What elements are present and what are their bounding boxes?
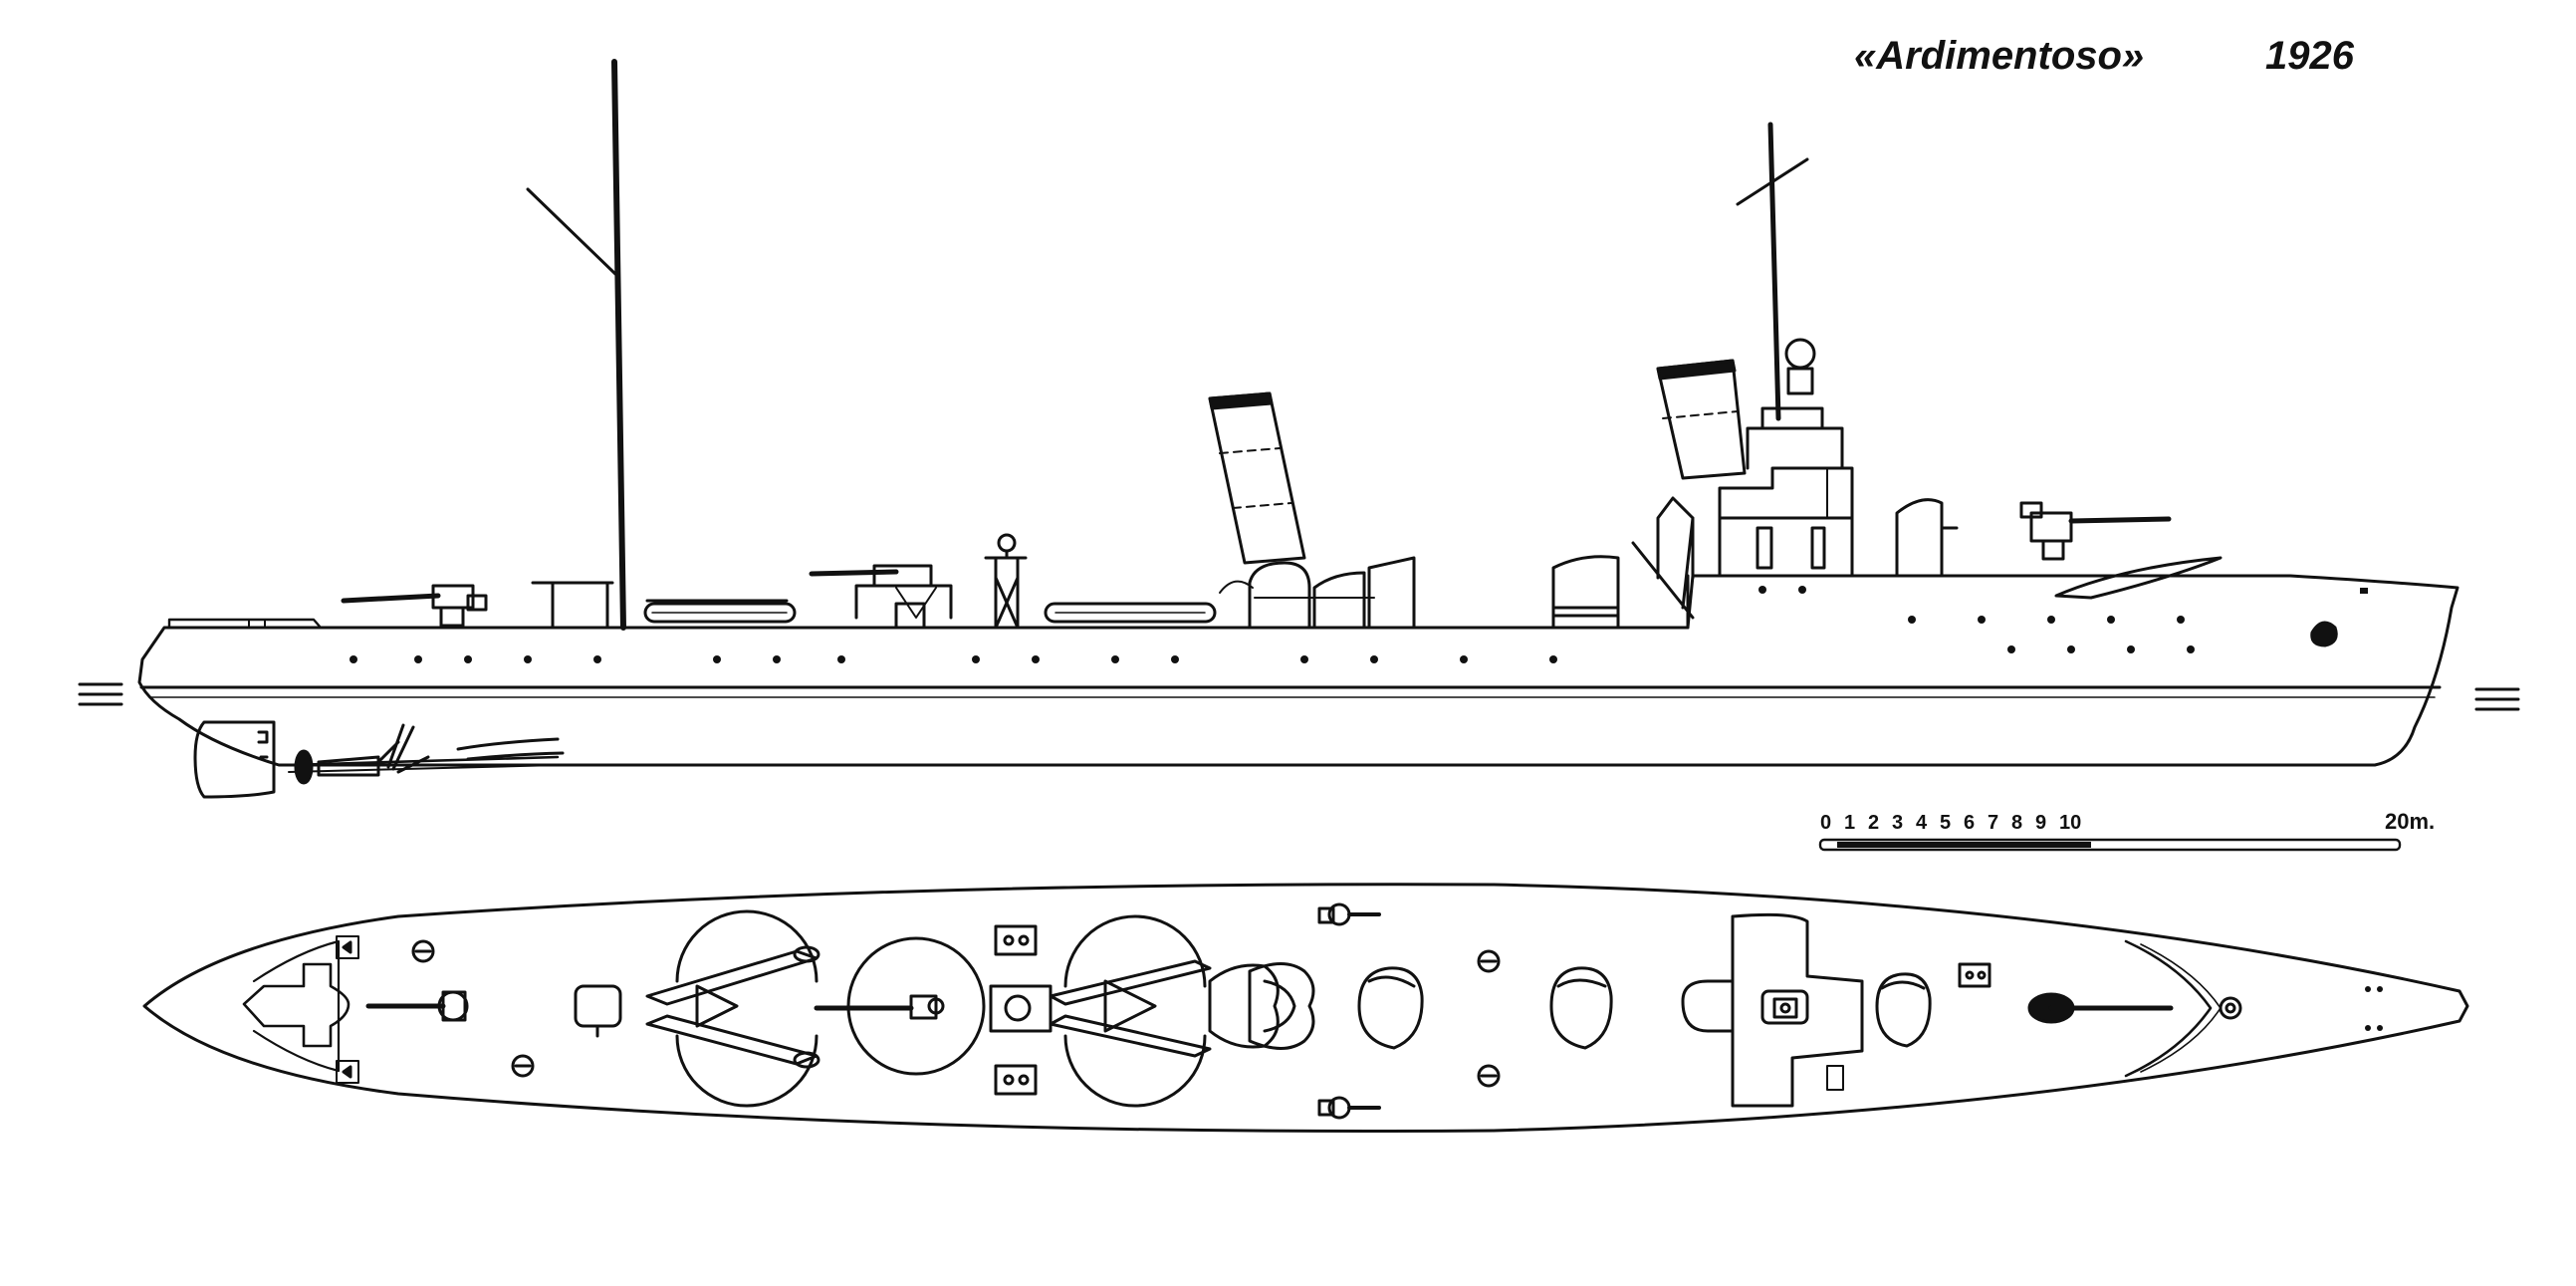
portholes [350, 586, 2195, 663]
scale-tick-label: 2 [1868, 812, 1879, 834]
forward-funnel [1656, 359, 1747, 480]
hull-profile [137, 574, 2459, 767]
waterline-mark-right [2474, 687, 2520, 711]
scale-tick-label: 8 [2011, 812, 2022, 834]
scale-bar-fill [1837, 842, 2091, 848]
waist-guns-plan [1317, 902, 1381, 1120]
ship-name-title: «Ardimentoso» [1854, 34, 2145, 78]
scale-bar-rule [1818, 838, 2402, 852]
scale-tick-label: 7 [1988, 812, 1998, 834]
stern-hatch [242, 962, 351, 1048]
amidships-guns [1219, 556, 1416, 630]
forward-gun [2019, 501, 2172, 561]
midships-gun-platform-plan [814, 936, 986, 1076]
scale-tick-label: 4 [1916, 812, 1928, 834]
forward-gun-plan [2027, 992, 2174, 1024]
main-mast [526, 59, 626, 631]
midships-searchlight-platform [984, 533, 1028, 630]
aft-gun-plan [365, 990, 469, 1022]
aft-torpedo-tubes [643, 599, 797, 624]
ship-year-title: 1926 [2265, 34, 2354, 78]
ventilator-cowls-plan [1357, 966, 1932, 1050]
scale-tick-label: 1 [1844, 812, 1855, 834]
aft-funnel [1208, 391, 1306, 565]
breakwater-plan [2124, 939, 2213, 1078]
funnel-uptakes-plan [1208, 962, 1315, 1050]
searchlight-plan [989, 984, 1053, 1033]
side-profile [78, 59, 2520, 799]
scale-end-label: 20m. [2385, 809, 2435, 834]
forward-torpedo-tubes [1044, 602, 1217, 624]
ventilators [1551, 498, 1959, 630]
plan-view [142, 883, 2469, 1134]
scale-tick-label: 5 [1940, 812, 1951, 834]
scale-tick-label: 6 [1964, 812, 1975, 834]
anchor [2310, 621, 2338, 647]
bridge [1631, 406, 1854, 620]
aft-torpedo-mount-plan [645, 909, 820, 1108]
rudder-propeller [193, 720, 565, 799]
forward-torpedo-mount-plan [1049, 914, 1212, 1108]
bridge-plan [1681, 912, 1864, 1108]
skylights [994, 924, 1991, 1096]
waterline-mark-left [78, 682, 123, 706]
scale-tick-label: 3 [1892, 812, 1903, 834]
aft-gun [341, 584, 488, 628]
deck-outline [142, 883, 2469, 1134]
midships-gun [809, 564, 953, 630]
breakwater [2054, 556, 2223, 600]
scale-tick-label: 10 [2059, 812, 2081, 834]
scale-tick-label: 0 [1820, 812, 1831, 834]
scale-tick-label: 9 [2035, 812, 2046, 834]
foremast [1736, 122, 1816, 421]
